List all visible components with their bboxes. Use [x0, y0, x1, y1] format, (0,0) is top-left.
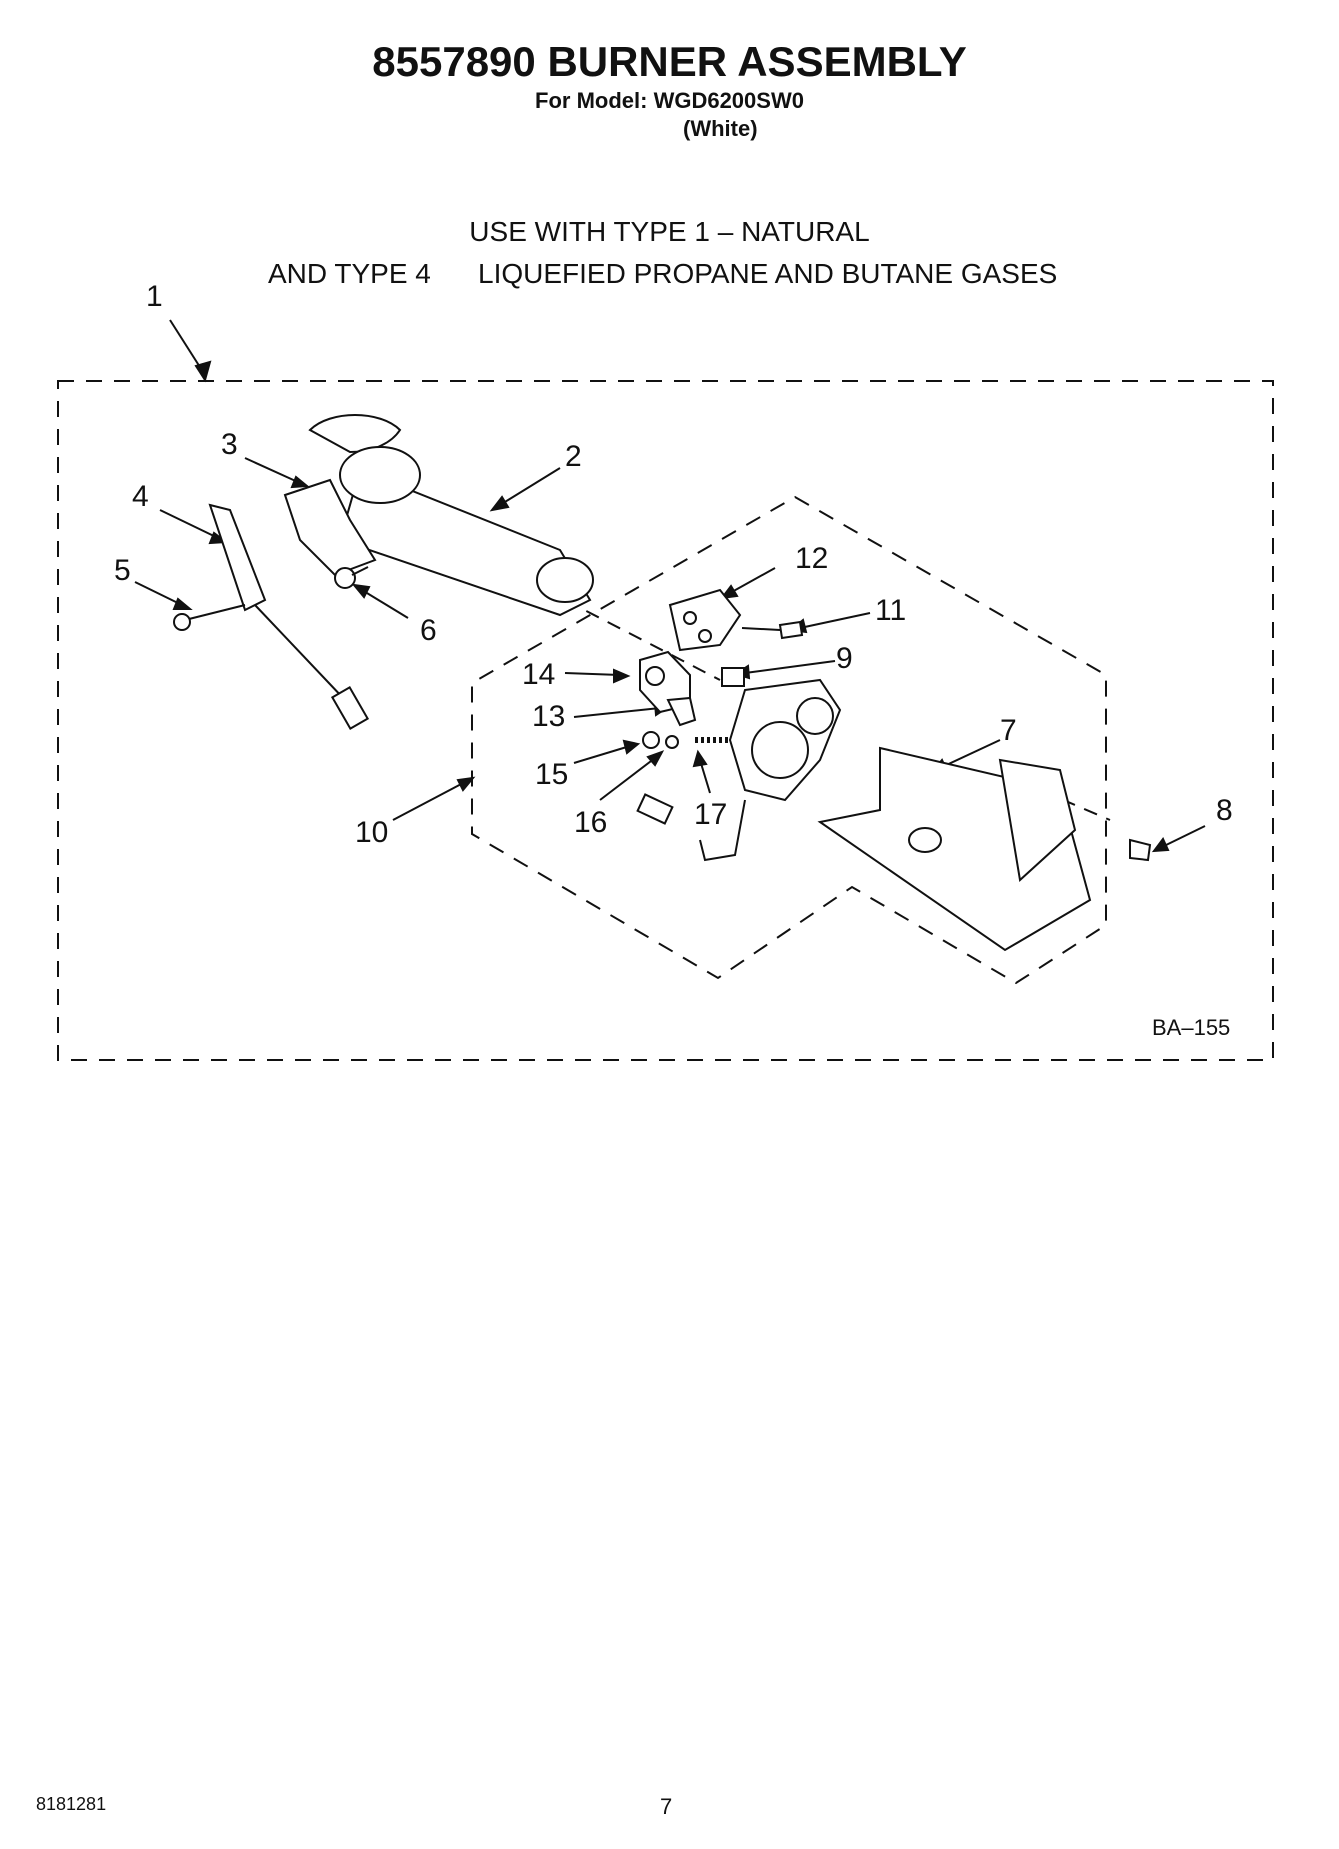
- usage-line-2-gases: LIQUEFIED PROPANE AND BUTANE GASES: [478, 258, 1058, 289]
- usage-line-1: USE WITH TYPE 1 – NATURAL: [469, 216, 870, 247]
- callout-5: 5: [114, 554, 131, 587]
- callout-12: 12: [795, 542, 829, 575]
- callout-3: 3: [221, 428, 238, 461]
- document-number: 8181281: [36, 1794, 107, 1814]
- callout-1: 1: [146, 280, 163, 313]
- figure-id: BA–155: [1152, 1015, 1231, 1040]
- callout-7: 7: [1000, 714, 1017, 747]
- callout-10: 10: [355, 816, 389, 849]
- callout-4: 4: [132, 480, 149, 513]
- callout-14: 14: [522, 658, 556, 691]
- callout-11: 11: [875, 594, 907, 627]
- callout-17: 17: [694, 798, 728, 831]
- valve-assembly-boundary: [471, 495, 1107, 985]
- callout-6: 6: [420, 614, 437, 647]
- page-number: 7: [660, 1794, 673, 1819]
- callout-2: 2: [565, 440, 582, 473]
- model-number: For Model: WGD6200SW0: [535, 88, 804, 113]
- callout-16: 16: [574, 806, 608, 839]
- usage-line-2-type: AND TYPE 4: [268, 258, 431, 289]
- model-color: (White): [683, 116, 758, 141]
- assembly-boundary: [57, 380, 1274, 1061]
- callout-8: 8: [1216, 794, 1233, 827]
- page-title: 8557890 BURNER ASSEMBLY: [372, 38, 967, 85]
- callout-15: 15: [535, 758, 569, 791]
- callout-9: 9: [836, 642, 853, 675]
- callout-13: 13: [532, 700, 566, 733]
